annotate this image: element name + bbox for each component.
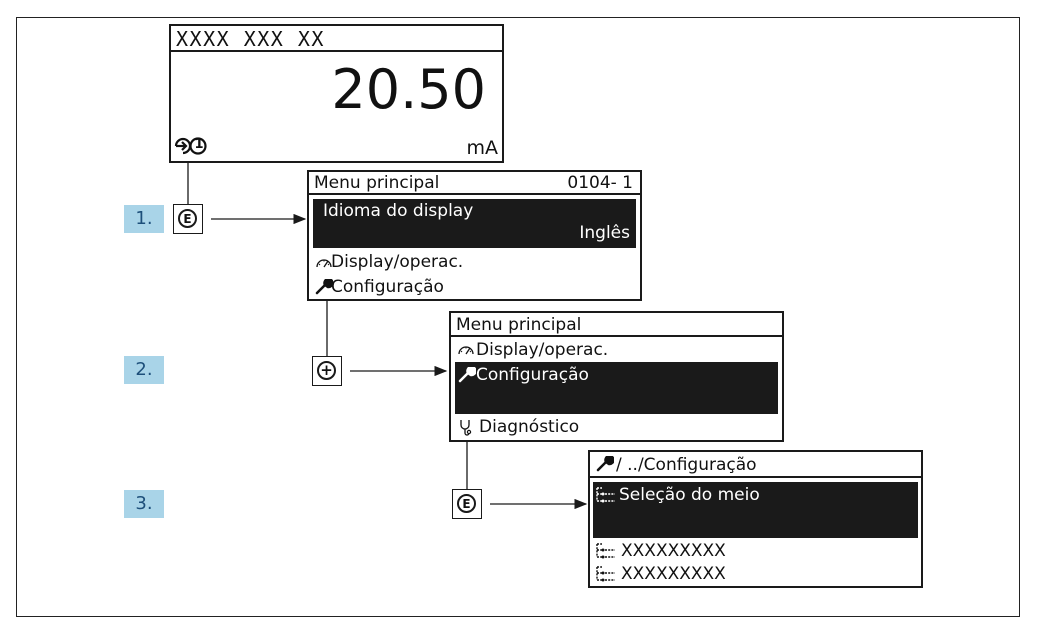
- menu-screen-3: / ../Configuração Seleção do meio XXXXXX…: [588, 450, 923, 588]
- enter-key-1[interactable]: E: [173, 204, 203, 234]
- plus-key-label: +: [317, 361, 336, 380]
- step-1-badge: 1.: [124, 205, 164, 233]
- wrench-icon: [458, 365, 477, 387]
- enter-key-label: E: [457, 494, 476, 513]
- plus-key[interactable]: +: [312, 356, 342, 386]
- menu1-highlight-label: Idioma do display: [323, 201, 474, 221]
- submenu-tree-icon: [595, 486, 619, 508]
- gauge-icon: [315, 254, 333, 273]
- menu3-item-placeholder-1[interactable]: XXXXXXXXX: [621, 541, 726, 561]
- menu2-item-setup: Configuração: [476, 365, 589, 385]
- step-3-badge: 3.: [124, 490, 164, 518]
- wrench-icon: [596, 454, 615, 476]
- device-display: XXXX XXX XX 20.50 1 mA: [169, 24, 504, 163]
- menu2-selected-item[interactable]: Configuração: [455, 362, 778, 414]
- display-value: 20.50: [331, 58, 486, 121]
- status-number: 1: [194, 137, 204, 152]
- menu2-title: Menu principal: [456, 315, 582, 335]
- menu3-item-placeholder-2[interactable]: XXXXXXXXX: [621, 564, 726, 584]
- stethoscope-icon: [457, 419, 473, 441]
- menu2-item-diagnostics[interactable]: Diagnóstico: [479, 417, 580, 437]
- enter-key-2[interactable]: E: [452, 489, 482, 519]
- menu3-item-medium-selection: Seleção do meio: [619, 485, 760, 505]
- menu2-item-display[interactable]: Display/operac.: [476, 340, 609, 360]
- menu1-item-display[interactable]: Display/operac.: [331, 252, 464, 272]
- gauge-icon: [457, 341, 475, 360]
- menu1-selected-item[interactable]: Idioma do display Inglês: [313, 199, 636, 248]
- submenu-tree-icon: [595, 542, 619, 564]
- wrench-icon: [315, 277, 334, 299]
- menu-screen-1: Menu principal 0104- 1 Idioma do display…: [307, 170, 642, 301]
- display-unit: mA: [466, 137, 498, 159]
- menu1-highlight-value: Inglês: [579, 223, 630, 243]
- menu3-breadcrumb: / ../Configuração: [616, 455, 757, 475]
- flow-connectors: [187, 163, 588, 510]
- display-tag: XXXX XXX XX: [176, 27, 325, 51]
- menu3-selected-item[interactable]: Seleção do meio: [593, 482, 918, 538]
- menu1-title: Menu principal: [314, 173, 440, 193]
- submenu-tree-icon: [595, 565, 619, 587]
- menu-screen-2: Menu principal Display/operac. Configura…: [449, 311, 784, 442]
- menu1-item-setup[interactable]: Configuração: [331, 277, 444, 297]
- menu1-code: 0104- 1: [567, 173, 633, 193]
- step-2-badge: 2.: [124, 356, 164, 384]
- enter-key-label: E: [178, 209, 197, 228]
- signal-status-icon: [173, 136, 207, 156]
